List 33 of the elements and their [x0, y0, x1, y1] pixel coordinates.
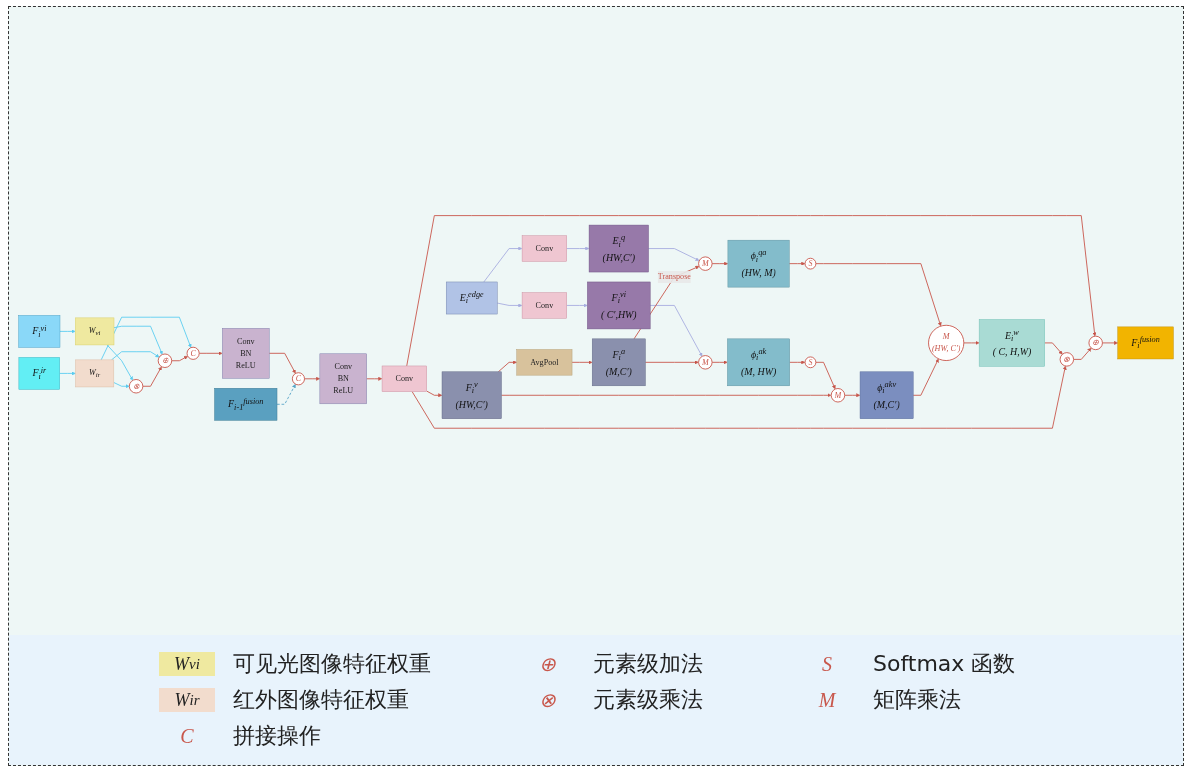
node-box: Conv	[381, 365, 427, 392]
edge-label: Transpose	[657, 272, 691, 282]
node-box: Conv BN ReLU	[222, 328, 270, 379]
node-circle: M (HW, C′)	[928, 324, 965, 362]
node-circle: M	[830, 388, 846, 403]
operator-symbol: ⊕	[537, 652, 557, 676]
operator-symbol: M	[817, 688, 837, 712]
node-circle: S	[804, 257, 817, 270]
legend-text: 拼接操作	[233, 722, 321, 750]
node-box: Conv	[521, 235, 567, 262]
node-box: Conv BN ReLU	[319, 353, 367, 405]
operator-symbol: ⊗	[537, 688, 557, 712]
node-circle: ⊕	[1088, 335, 1103, 351]
legend-text: 红外图像特征权重	[233, 686, 409, 714]
node-circle: C	[186, 346, 200, 360]
node-box: W$_{ir}$	[75, 359, 115, 388]
legend-text: 可见光图像特征权重	[233, 650, 431, 678]
legend-text: 矩阵乘法	[873, 686, 961, 714]
node-box: AvgPool	[516, 349, 573, 376]
legend-text: 元素级加法	[593, 650, 703, 678]
node-circle: ⊕	[157, 353, 173, 369]
node-circle: M	[698, 256, 713, 271]
node-box: W$_{vi}$	[75, 317, 115, 346]
node-box: Conv	[521, 292, 567, 319]
node-circle: ⊗	[128, 379, 144, 394]
node-circle: ⊗	[1059, 352, 1075, 367]
node-circle: S	[804, 356, 817, 369]
legend-text: Softmax 函数	[873, 650, 1016, 678]
node-circle: C	[291, 372, 305, 386]
operator-symbol: C	[179, 724, 195, 748]
operator-symbol: S	[821, 652, 833, 676]
legend-text: 元素级乘法	[593, 686, 703, 714]
node-circle: M	[698, 355, 713, 370]
